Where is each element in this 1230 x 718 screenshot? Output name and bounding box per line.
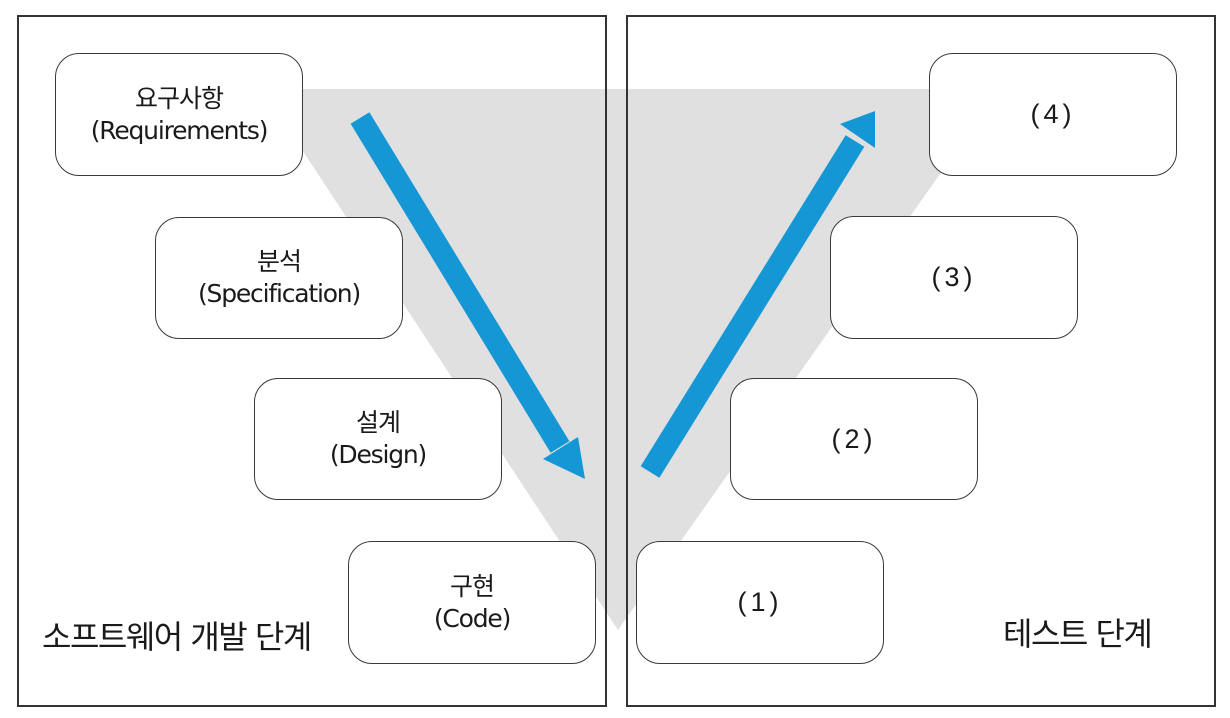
specification-ko-label: 분석 bbox=[256, 247, 302, 276]
test-stage-4-box: (4) bbox=[929, 53, 1177, 176]
test-stage-2-label: (2) bbox=[831, 423, 877, 454]
test-stage-4-label: (4) bbox=[1030, 99, 1076, 129]
test-stage-1-box: (1) bbox=[636, 541, 884, 664]
development-panel bbox=[17, 15, 607, 707]
development-phase-label: 소프트웨어 개발 단계 bbox=[42, 618, 312, 656]
requirements-ko-label: 요구사항 bbox=[134, 83, 224, 113]
test-stage-3-box: (3) bbox=[830, 216, 1078, 339]
code-en-label: (Code) bbox=[433, 603, 512, 633]
code-ko-label: 구현 bbox=[449, 571, 495, 601]
requirements-box: 요구사항 (Requirements) bbox=[55, 53, 303, 176]
test-stage-2-box: (2) bbox=[730, 378, 978, 500]
testing-panel bbox=[626, 15, 1216, 707]
design-ko-label: 설계 bbox=[355, 408, 401, 437]
testing-phase-label: 테스트 단계 bbox=[1003, 615, 1153, 653]
design-en-label: (Design) bbox=[329, 440, 427, 469]
code-box: 구현 (Code) bbox=[348, 541, 596, 664]
design-box: 설계 (Design) bbox=[254, 378, 502, 500]
requirements-en-label: (Requirements) bbox=[90, 115, 269, 145]
test-stage-1-label: (1) bbox=[737, 587, 783, 617]
test-stage-3-label: (3) bbox=[931, 262, 977, 292]
specification-box: 분석 (Specification) bbox=[155, 217, 403, 339]
specification-en-label: (Specification) bbox=[197, 279, 361, 308]
